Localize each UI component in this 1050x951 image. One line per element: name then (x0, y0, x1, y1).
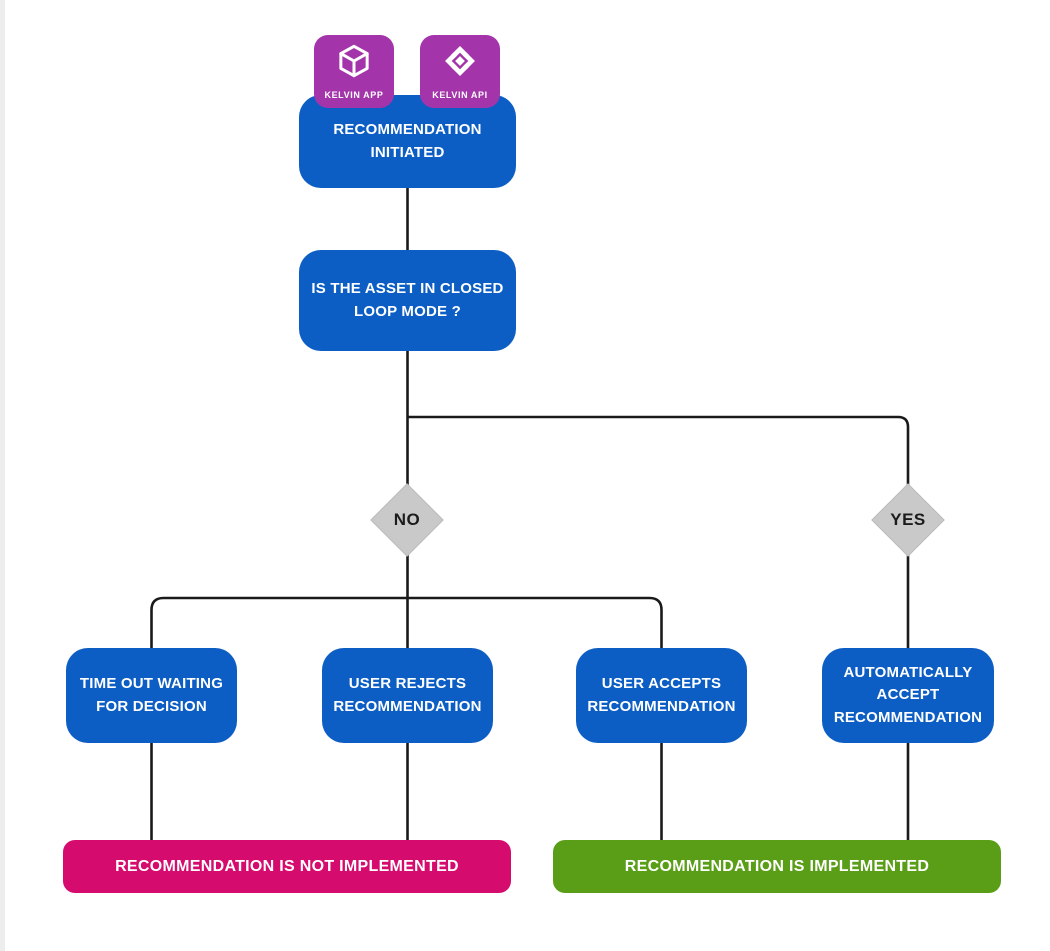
badge-kelvin-app: KELVIN APP (314, 35, 394, 108)
bar-implemented-label: RECOMMENDATION IS IMPLEMENTED (624, 857, 930, 875)
node-user-rejects: USER REJECTS RECOMMENDATION (322, 648, 493, 743)
decision-yes-diamond: YES (871, 483, 945, 557)
connector-branch-no (150, 596, 663, 660)
node-user-rejects-label: USER REJECTS RECOMMENDATION (333, 675, 482, 715)
bar-not-implemented: RECOMMENDATION IS NOT IMPLEMENTED (63, 840, 511, 893)
node-recommendation-initiated: RECOMMENDATION INITIATED (299, 95, 516, 188)
node-auto-accept-label: AUTOMATICALLY ACCEPT RECOMMENDATION (833, 664, 983, 726)
node-user-accepts-label: USER ACCEPTS RECOMMENDATION (587, 675, 736, 715)
bar-not-implemented-label: RECOMMENDATION IS NOT IMPLEMENTED (115, 857, 459, 875)
decision-no-diamond: NO (370, 483, 444, 557)
bar-implemented: RECOMMENDATION IS IMPLEMENTED (553, 840, 1001, 893)
node-recommendation-initiated-label: RECOMMENDATION INITIATED (333, 121, 482, 161)
connector-branch-yes (407, 415, 910, 505)
badge-kelvin-api: KELVIN API (420, 35, 500, 108)
api-arrows-icon (420, 42, 500, 80)
node-user-accepts: USER ACCEPTS RECOMMENDATION (576, 648, 747, 743)
node-auto-accept: AUTOMATICALLY ACCEPT RECOMMENDATION (822, 648, 994, 743)
node-timeout-waiting: TIME OUT WAITING FOR DECISION (66, 648, 237, 743)
badge-kelvin-api-label: KELVIN API (432, 90, 488, 100)
cube-3d-icon (314, 42, 394, 80)
page-edge-strip (0, 0, 5, 951)
node-closed-loop-question-label: IS THE ASSET IN CLOSED LOOP MODE ? (311, 280, 504, 320)
node-timeout-waiting-label: TIME OUT WAITING FOR DECISION (79, 675, 224, 715)
node-closed-loop-question: IS THE ASSET IN CLOSED LOOP MODE ? (299, 250, 516, 351)
decision-yes-label: YES (890, 510, 926, 529)
badge-kelvin-app-label: KELVIN APP (324, 90, 384, 100)
decision-no-label: NO (393, 510, 421, 529)
